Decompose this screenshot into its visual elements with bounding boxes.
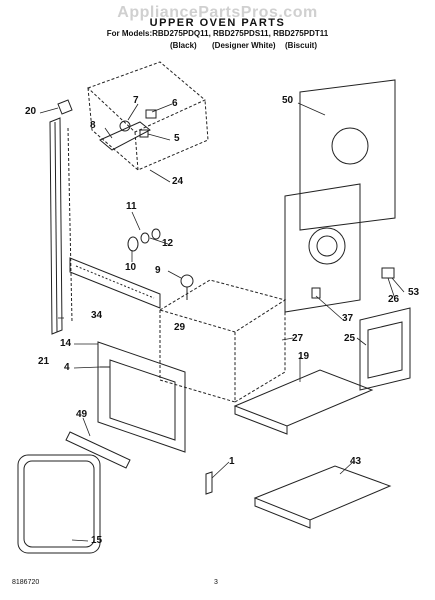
callout-53: 53 (408, 287, 420, 298)
part-53-bracket (381, 267, 395, 279)
part-21-side-trim (49, 117, 63, 335)
finish-designer-white: (Designer White) (212, 41, 276, 50)
callout-5: 5 (174, 133, 180, 144)
callout-27: 27 (292, 333, 304, 344)
callout-37: 37 (342, 313, 354, 324)
part-6-component (145, 109, 157, 119)
callout-6: 6 (172, 98, 178, 109)
callout-15: 15 (91, 535, 103, 546)
callout-19: 19 (298, 351, 310, 362)
part-12-knob (140, 232, 150, 244)
callout-10: 10 (125, 262, 137, 273)
part-34-control-panel (69, 257, 161, 309)
part-8-bracket (99, 121, 151, 151)
callout-21: 21 (38, 356, 50, 367)
callout-9: 9 (155, 265, 161, 276)
callout-43: 43 (350, 456, 362, 467)
callout-1: 1 (229, 456, 235, 467)
callout-12: 12 (162, 238, 174, 249)
callout-29: 29 (174, 322, 186, 333)
model-numbers: For Models:RBD275PDQ11, RBD275PDS11, RBD… (106, 29, 329, 38)
watermark: AppliancePartsPros.com (117, 4, 318, 21)
part-24-control-box (87, 61, 206, 133)
part-26-side-panel (284, 183, 361, 313)
footer-page-number: 3 (214, 579, 218, 586)
part-25-rear-plate (359, 307, 411, 391)
part-9-sensor (180, 274, 194, 288)
part-10-knob (127, 236, 139, 252)
footer-part-code: 8186720 (12, 579, 40, 586)
callout-8: 8 (90, 120, 96, 131)
part-20-tab (57, 99, 73, 115)
part-37-clip (311, 287, 321, 299)
part-11-knob (151, 228, 161, 240)
callout-20: 20 (25, 106, 37, 117)
callout-49: 49 (76, 409, 88, 420)
part-7-switch (119, 120, 131, 132)
callout-11: 11 (126, 201, 137, 212)
part-14-front-frame (97, 341, 186, 453)
callout-50: 50 (282, 95, 294, 106)
part-43-bottom-pan (253, 465, 392, 521)
callout-24: 24 (172, 176, 184, 187)
callout-25: 25 (344, 333, 356, 344)
callout-7: 7 (133, 95, 139, 106)
part-19-tray (233, 369, 374, 427)
finish-black: (Black) (170, 41, 197, 50)
part-1-bracket (205, 471, 213, 495)
finish-biscuit: (Biscuit) (285, 41, 317, 50)
part-15-gasket (17, 454, 101, 554)
diagram-title: UPPER OVEN PARTS (149, 17, 286, 29)
callout-34: 34 (91, 310, 103, 321)
part-5-component (139, 129, 149, 138)
callout-4: 4 (64, 362, 70, 373)
callout-26: 26 (388, 294, 400, 305)
callout-14: 14 (60, 338, 72, 349)
part-50-back-panel (299, 79, 396, 231)
part-49-bottom-trim (65, 431, 131, 469)
